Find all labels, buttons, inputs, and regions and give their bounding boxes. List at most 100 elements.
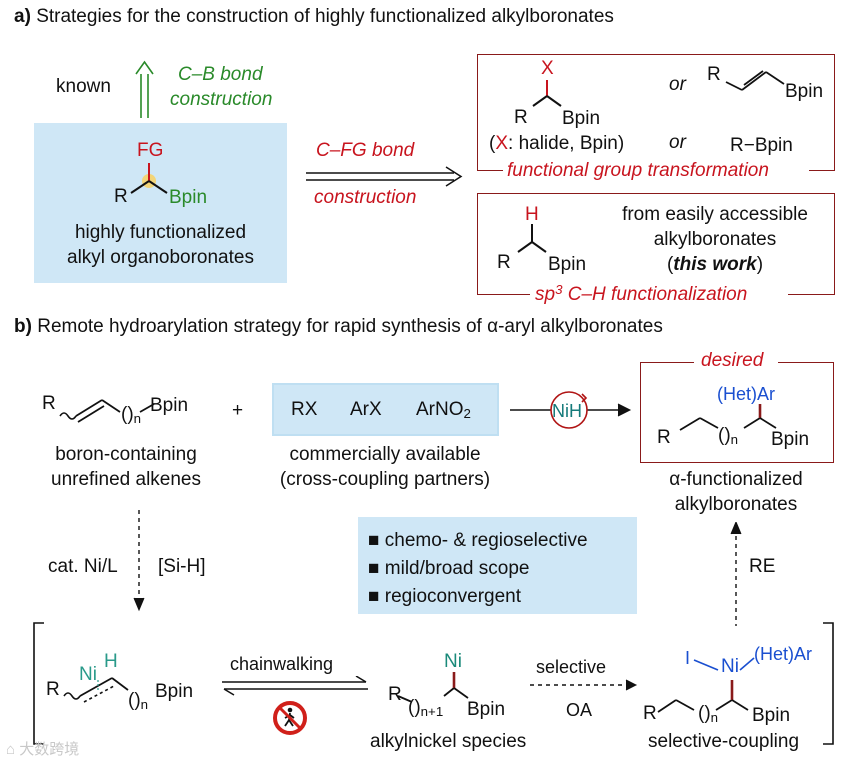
desired-product-structure [679,404,777,431]
rb-label: R−Bpin [730,135,793,156]
center-bpin-label: Bpin [169,187,208,208]
nih-complex-r: R [46,679,60,700]
alkylnickel-n: ()n+1 [408,697,444,719]
product-caption-1: α-functionalized [669,469,803,490]
left-caption-1: boron-containing [55,444,197,465]
chainwalking-label: chainwalking [230,654,334,674]
partners-caption-2: (cross-coupling partners) [279,469,491,490]
partner-arx: ArX [350,399,382,420]
product-caption-2: alkylboronates [674,494,798,515]
alkene-left-r: R [42,393,56,414]
right-double-arrow [306,166,463,187]
desired-label: desired [701,350,764,371]
box2-r-label: R [497,252,511,273]
no-walking-icon [273,701,307,735]
nih-complex-bpin: Bpin [155,681,194,702]
cb-bond-label: C–B bond [178,64,263,85]
coupling-bpin: Bpin [752,705,791,726]
section-a-title: a) Strategies for the construction of hi… [14,6,614,28]
box1-note: (X: halide, Bpin) [489,133,625,154]
dashed-up-arrow [730,522,742,626]
center-caption-1: highly functionalized [74,222,247,243]
nih-arrow [510,391,632,429]
alkylnickel-r: R [388,684,402,705]
section-b-label: b) [14,316,32,337]
fg-transformation-caption: functional group transformation [507,160,769,181]
unrefined-alkene-structure [59,399,155,423]
alkylnickel-ni: Ni [444,651,462,672]
coupling-caption: selective-coupling [648,731,800,752]
section-b-title-text: Remote hydroarylation strategy for rapid… [37,316,663,337]
alkylnickel-caption: alkylnickel species [370,731,527,752]
desired-n: ()n [718,425,739,447]
box1-bpin-label: Bpin [562,108,601,129]
coupling-n: ()n [698,703,719,725]
center-caption-2: alkyl organoboronates [67,247,254,268]
cycle-brackets [33,622,834,745]
cb-construction-label: construction [170,89,273,110]
alkene-r-label: R [707,64,721,85]
alkene-left-n: ()n [121,404,142,426]
desired-r: R [657,427,671,448]
features-box [358,517,637,614]
feature-1: ■ chemo- & regioselective [368,530,588,551]
center-molecule-box [34,123,287,283]
partner-rx: RX [291,399,318,420]
box2-line-2: alkylboronates [653,229,777,250]
coupling-hetar: (Het)Ar [754,644,812,664]
feature-3: ■ regioconvergent [368,586,522,607]
coupling-r: R [643,703,657,724]
alkene-left-bpin: Bpin [150,395,189,416]
box2-h-label: H [525,204,539,225]
alkene-bpin-label: Bpin [785,81,824,102]
cfg-construction-label: construction [314,187,417,208]
watermark-icon: ⌂ [6,741,20,758]
section-b-title: b) Remote hydroarylation strategy for ra… [14,316,663,338]
alkylnickel-bpin: Bpin [467,699,506,720]
desired-bpin: Bpin [771,429,810,450]
box1-x-label: X [541,58,554,79]
box2-bpin-label: Bpin [548,254,587,275]
oa-dashed-arrow [530,679,638,691]
box2-structure [517,224,547,253]
section-a-title-text: Strategies for the construction of highl… [36,6,614,27]
up-double-arrow [135,60,154,118]
nih-complex-h: H [104,651,118,672]
ch-functionalization-caption: sp3 C–H functionalization [535,282,748,305]
partners-box [272,383,499,436]
plus-sign: + [232,400,244,421]
nih-complex-n: ()n [128,690,149,712]
desired-hetar: (Het)Ar [717,384,775,404]
box1-or-2: or [669,132,686,153]
partner-arno2: ArNO2 [416,399,471,421]
left-caption-2: unrefined alkenes [51,469,201,490]
cfg-bond-label: C–FG bond [316,140,415,161]
dashed-down-arrow [133,510,145,612]
si-h-label: [Si-H] [158,556,206,577]
equilibrium-arrow [222,676,368,696]
nih-label: NiH [552,401,582,421]
box2-line-1: from easily accessible [622,204,808,225]
fg-label: FG [137,140,164,161]
cat-ni-label: cat. Ni/L [48,556,118,577]
section-a-label: a) [14,6,31,27]
coupling-structure [657,657,755,713]
watermark: ⌂ 大数跨境 [6,741,80,758]
box1-r-label: R [514,107,528,128]
partners-caption-1: commercially available [289,444,481,465]
selective-label: selective [536,657,607,677]
feature-2: ■ mild/broad scope [368,558,530,579]
box1-or-1: or [669,74,686,95]
known-label: known [56,76,111,97]
alkylnickel-structure [397,672,469,703]
box1-structure [532,80,562,107]
alkene-structure [725,70,785,91]
coupling-i: I [685,648,691,668]
re-label: RE [749,556,776,577]
box2-line-3: (this work) [666,254,764,275]
center-molecule-structure [130,163,168,194]
oa-label: OA [566,700,593,720]
coupling-ni: Ni [721,656,739,677]
nih-complex-structure [63,677,129,703]
nih-complex-ni: Ni [79,664,97,685]
